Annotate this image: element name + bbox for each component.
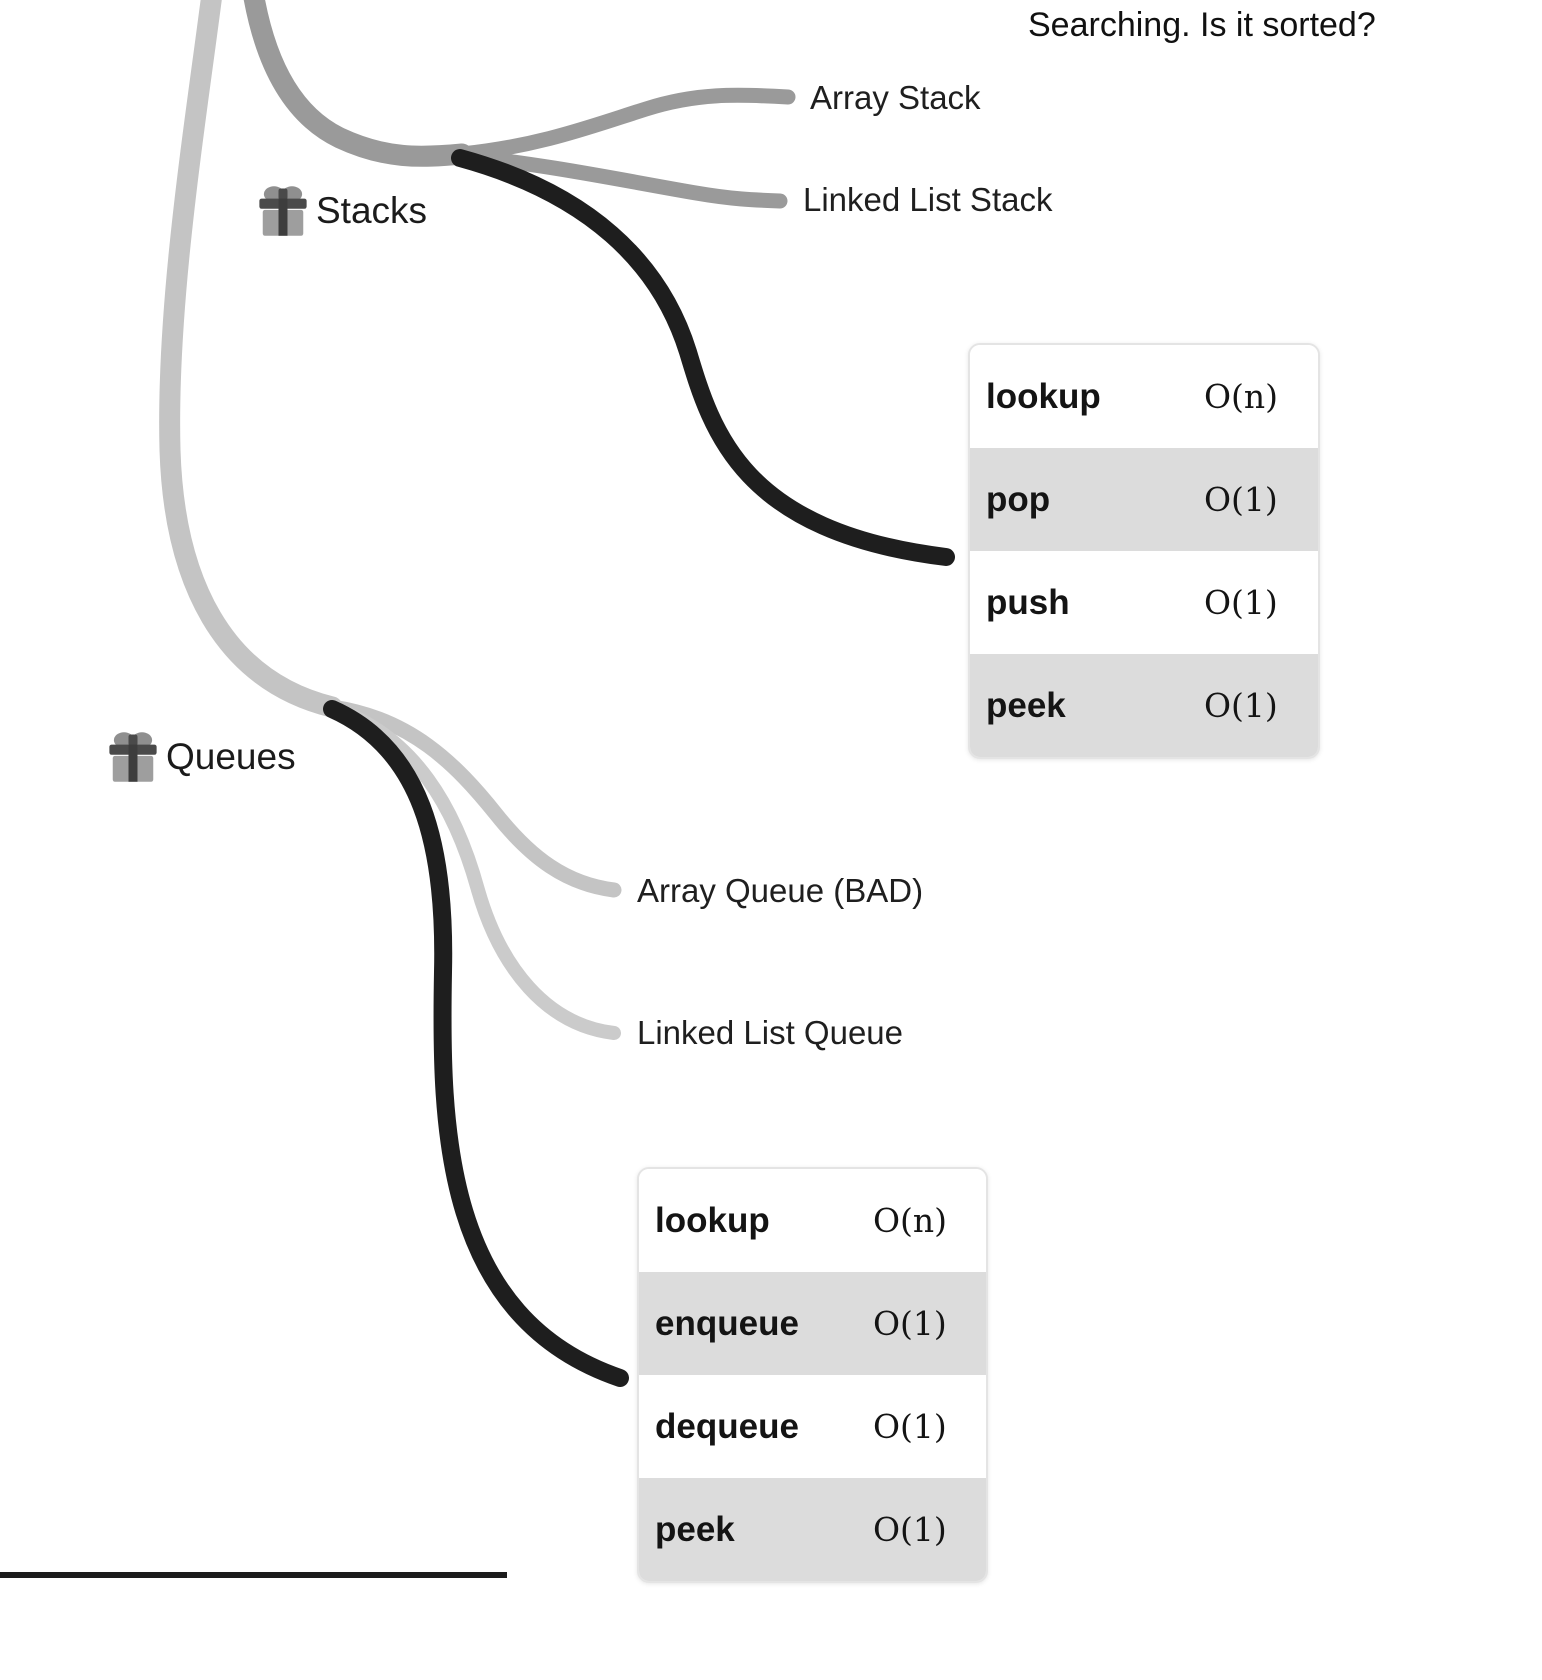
- node-array-queue[interactable]: Array Queue (BAD): [637, 872, 924, 909]
- branch-root-queues[interactable]: [159, 0, 343, 718]
- annotation-searching[interactable]: Searching. Is it sorted?: [1028, 6, 1376, 44]
- node-array-stack[interactable]: Array Stack: [810, 79, 981, 116]
- complexity-row[interactable]: pop O(1): [970, 448, 1318, 551]
- node-queues-label: Queues: [166, 736, 296, 777]
- operation-label: push: [986, 582, 1070, 622]
- operation-label: lookup: [655, 1200, 770, 1240]
- branch-linked-list-queue[interactable]: [325, 701, 621, 1040]
- node-queues[interactable]: Queues: [108, 730, 296, 784]
- gift-icon: [259, 186, 307, 236]
- complexity-value: O(1): [873, 1407, 947, 1446]
- complexity-value: O(1): [1204, 583, 1278, 622]
- complexity-row[interactable]: peek O(1): [639, 1478, 986, 1581]
- node-linked-list-queue[interactable]: Linked List Queue: [637, 1014, 904, 1051]
- complexity-row[interactable]: dequeue O(1): [639, 1375, 986, 1478]
- complexity-row[interactable]: peek O(1): [970, 654, 1318, 757]
- operation-label: dequeue: [655, 1406, 799, 1446]
- node-linked-list-stack[interactable]: Linked List Stack: [803, 181, 1053, 218]
- bottom-divider: [0, 1572, 507, 1578]
- operation-label: peek: [655, 1509, 735, 1549]
- stacks-complexity-table[interactable]: lookup O(n) pop O(1) push O(1) peek O(1): [968, 343, 1320, 759]
- operation-label: enqueue: [655, 1303, 799, 1343]
- complexity-row[interactable]: lookup O(n): [970, 345, 1318, 448]
- branch-stacks-table[interactable]: [451, 149, 955, 566]
- branch-queues-table[interactable]: [323, 700, 629, 1387]
- complexity-value: O(n): [1204, 377, 1279, 416]
- complexity-value: O(1): [873, 1304, 947, 1343]
- complexity-row[interactable]: lookup O(n): [639, 1169, 986, 1272]
- branch-array-stack[interactable]: [454, 87, 796, 162]
- branch-linked-list-stack[interactable]: [454, 148, 788, 209]
- operation-label: lookup: [986, 376, 1101, 416]
- operation-label: pop: [986, 479, 1051, 519]
- complexity-value: O(1): [1204, 686, 1278, 725]
- queues-complexity-table[interactable]: lookup O(n) enqueue O(1) dequeue O(1) pe…: [637, 1167, 988, 1583]
- complexity-value: O(1): [1204, 480, 1278, 519]
- complexity-row[interactable]: push O(1): [970, 551, 1318, 654]
- complexity-value: O(n): [873, 1201, 948, 1240]
- branch-array-queue[interactable]: [324, 699, 622, 898]
- complexity-value: O(1): [873, 1510, 947, 1549]
- gift-icon: [109, 732, 157, 782]
- node-stacks[interactable]: Stacks: [258, 184, 427, 238]
- operation-label: peek: [986, 685, 1066, 725]
- branch-root-stacks[interactable]: [243, 0, 473, 167]
- complexity-row[interactable]: enqueue O(1): [639, 1272, 986, 1375]
- node-stacks-label: Stacks: [316, 190, 428, 231]
